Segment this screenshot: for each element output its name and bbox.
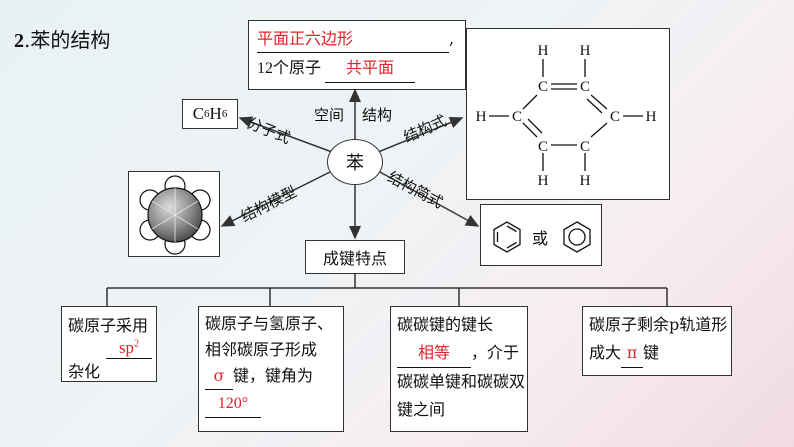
atom-h: H: [580, 173, 591, 189]
section-number: 2: [14, 30, 24, 52]
bond-features-box: 成键特点: [305, 240, 405, 274]
section-title: 2.苯的结构: [14, 24, 110, 53]
spatial-structure-box: 平面正六边形, 12个原子 共平面: [248, 20, 466, 90]
bond-features-label: 成键特点: [322, 249, 387, 268]
arrow-to-model: [220, 171, 331, 227]
or-label: 或: [532, 229, 549, 248]
atom-h: H: [476, 109, 487, 125]
hybridization-box: 碳原子采用 sp2 杂化: [61, 306, 157, 382]
benzene-rings: [493, 221, 591, 253]
atom-h: H: [646, 109, 657, 125]
kekule-ring-icon: [493, 221, 521, 253]
structural-formula-box: H H C C H C C H C C H H: [466, 28, 670, 200]
formula-h: H: [209, 104, 222, 123]
bond-angle-answer: 120°: [205, 391, 261, 418]
atom-c: C: [580, 139, 590, 155]
atom-h: H: [538, 43, 549, 59]
sp-superscript: 2: [134, 338, 140, 350]
ball-model-box: [128, 171, 220, 257]
pi-answer: π: [621, 339, 644, 368]
arrow-to-simplified: [379, 171, 480, 227]
atom-h: H: [580, 43, 591, 59]
sigma-answer: σ: [205, 363, 233, 390]
hybridization-text: 碳原子采用: [68, 316, 149, 335]
equal-answer: 相等: [397, 339, 471, 368]
planar-hexagon-answer: 平面正六边形: [257, 27, 449, 53]
atom-c: C: [538, 79, 548, 95]
sp-text: sp: [118, 338, 135, 357]
hybridization-suffix: 杂化: [68, 362, 101, 381]
aromatic-ring-icon: [563, 221, 591, 253]
comma: ,: [449, 29, 455, 48]
label-space: 空间: [314, 106, 345, 124]
arrow-to-formula: [238, 116, 333, 153]
pi-text-before: 碳原子剩余p轨道形成大: [589, 315, 728, 362]
center-node-benzene: 苯: [327, 139, 383, 185]
sigma-text-after: 键，键角为: [233, 366, 314, 385]
simplified-formula-box: 或: [480, 204, 602, 266]
arrow-to-structural: [377, 116, 464, 153]
structural-formula-drawing: H H C C H C C H C C H H: [476, 43, 657, 189]
twelve-atoms-label: 12个原子: [257, 60, 322, 77]
section-title-text: .苯的结构: [24, 28, 111, 52]
atom-c: C: [580, 79, 590, 95]
atom-h: H: [538, 173, 549, 189]
sigma-text-before: 碳原子与氢原子、相邻碳原子形成: [205, 314, 334, 359]
atom-c: C: [538, 139, 548, 155]
sp2-answer: sp2: [106, 338, 152, 359]
atom-c: C: [610, 109, 620, 125]
label-structure: 结构: [362, 106, 393, 124]
formula-c: C: [192, 104, 205, 123]
coplanar-answer: 共平面: [325, 57, 416, 83]
bond-length-text-after: ，介于碳碳单键和碳碳双键之间: [397, 343, 526, 419]
formula-sub-c: 6: [204, 108, 210, 120]
ball-and-stick-model: [139, 175, 211, 255]
pi-text-after: 键: [643, 343, 660, 362]
bond-length-box: 碳碳键的键长相等，介于碳碳单键和碳碳双键之间: [390, 306, 528, 432]
atom-c: C: [512, 109, 522, 125]
formula-sub-h: 6: [221, 108, 228, 120]
bond-length-text-before: 碳碳键的键长: [397, 315, 494, 334]
